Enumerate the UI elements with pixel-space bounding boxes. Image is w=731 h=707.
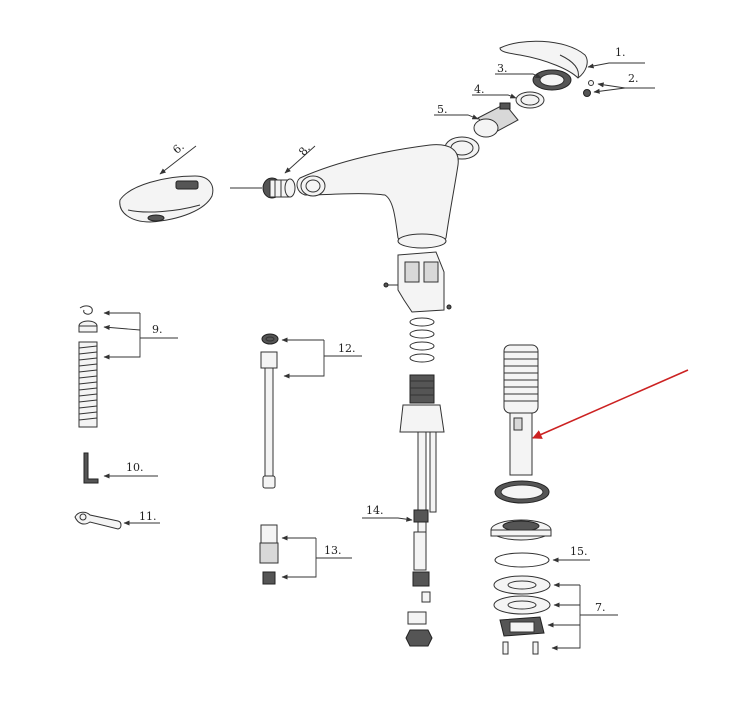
label-4: 4. xyxy=(474,83,485,96)
label-15: 15. xyxy=(570,545,588,558)
part-gasket xyxy=(494,552,550,568)
part-allen-key xyxy=(83,452,99,484)
faucet-body xyxy=(296,144,459,249)
part-connector xyxy=(259,524,279,585)
leader-lines xyxy=(103,62,655,651)
label-8: 8. xyxy=(296,142,313,158)
part-washer-upper xyxy=(494,480,550,504)
label-10: 10. xyxy=(126,461,144,474)
label-13: 13. xyxy=(324,544,342,557)
part-flex-hose xyxy=(260,333,279,489)
part-spanner xyxy=(74,511,122,530)
part-cartridge xyxy=(473,102,519,138)
part-spring-set xyxy=(78,305,98,428)
part-base-plates xyxy=(493,575,551,655)
part-aerator-insert xyxy=(230,177,296,199)
part-valve-housing xyxy=(383,251,452,313)
label-3: 3. xyxy=(497,62,508,75)
label-9: 9. xyxy=(152,323,163,336)
part-small-screws xyxy=(583,80,594,97)
part-hose-assembly xyxy=(399,374,445,647)
label-5: 5. xyxy=(437,103,448,116)
highlight-arrow xyxy=(532,369,689,439)
part-threaded-rod xyxy=(503,344,539,476)
label-11: 11. xyxy=(139,510,157,523)
label-6: 6. xyxy=(170,140,186,157)
label-1: 1. xyxy=(615,46,626,59)
label-12: 12. xyxy=(338,342,356,355)
label-2: 2. xyxy=(628,72,639,85)
label-14: 14. xyxy=(366,504,384,517)
part-seal-ring xyxy=(515,91,545,109)
part-cap-cover xyxy=(499,40,588,79)
label-7: 7. xyxy=(595,601,606,614)
part-mounting-nut xyxy=(490,519,552,541)
part-o-rings-stack xyxy=(409,317,435,363)
part-ring-nut xyxy=(532,69,572,91)
part-spray-head xyxy=(119,175,214,223)
